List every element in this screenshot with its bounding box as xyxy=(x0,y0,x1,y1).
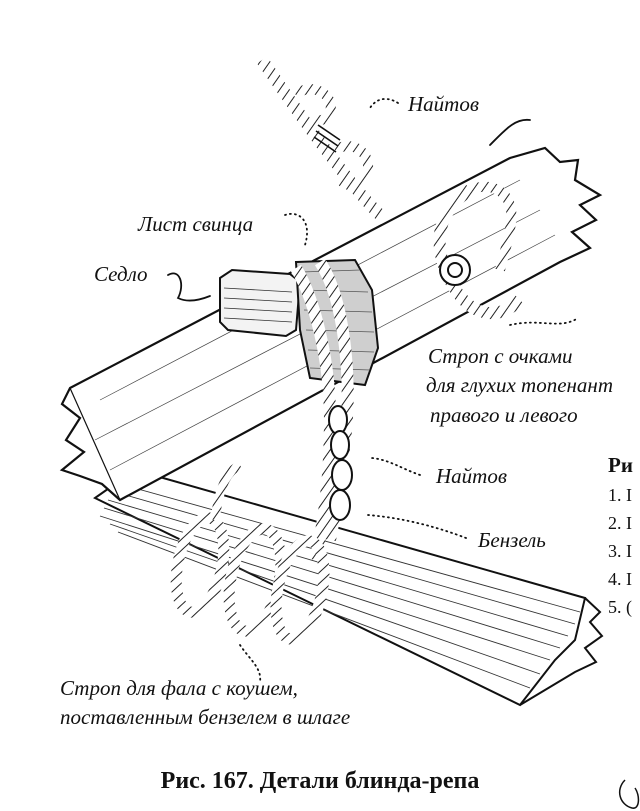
label-halyard-strop-line2: поставленным бензелем в шлаге xyxy=(60,707,350,728)
side-fragment-item: 5. ( xyxy=(608,597,632,618)
label-seizing: Бензель xyxy=(478,530,546,551)
side-fragment-heading: Ри xyxy=(608,453,633,478)
side-fragment-item: 3. I xyxy=(608,541,632,562)
saddle-block xyxy=(220,270,300,336)
label-eye-strap-line2: для глухих топенант xyxy=(426,375,613,396)
figure-caption: Рис. 167. Детали блинда-репа xyxy=(0,768,640,795)
top-rope-seizing xyxy=(262,60,380,215)
label-lead-sheet: Лист свинца xyxy=(138,214,253,235)
label-naitov-top: Найтов xyxy=(408,94,479,115)
side-fragment-item: 4. I xyxy=(608,569,632,590)
label-eye-strap-line1: Строп с очками xyxy=(428,346,572,367)
label-saddle: Седло xyxy=(94,264,147,285)
side-fragment-item: 1. I xyxy=(608,485,632,506)
label-eye-strap-line3: правого и левого xyxy=(430,405,578,426)
side-fragment-item: 2. I xyxy=(608,513,632,534)
label-naitov-middle: Найтов xyxy=(436,466,507,487)
label-halyard-strop-line1: Строп для фала с коушем, xyxy=(60,678,298,699)
